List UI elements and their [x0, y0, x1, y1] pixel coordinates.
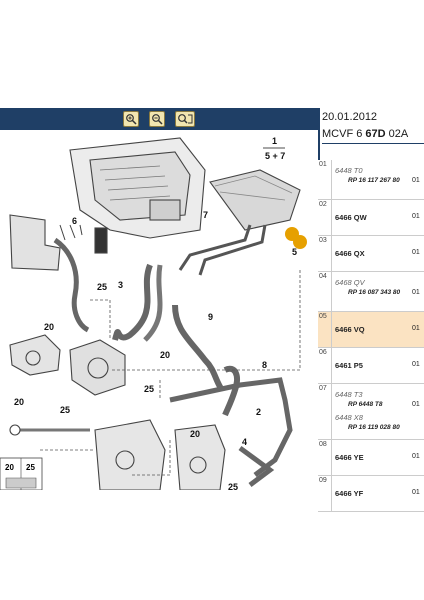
zoom-out-button[interactable] — [149, 111, 165, 127]
callout-label: 20 — [14, 397, 24, 407]
inset-label: 20 — [5, 463, 14, 472]
part-index: 04 — [318, 272, 332, 311]
fit-to-window-button[interactable] — [175, 111, 195, 127]
callout-label: 20 — [190, 429, 200, 439]
part-reference[interactable]: 6461 P5 — [335, 361, 363, 370]
part-index: 03 — [318, 236, 332, 271]
vehicle-header: 20.01.2012 MCVF 6 67D 02A — [322, 108, 424, 148]
replacement-reference[interactable]: RP 16 087 343 80 — [348, 289, 401, 296]
replacement-reference-alt[interactable]: RP 16 119 028 80 — [348, 424, 400, 431]
part-quantity: 01 — [412, 177, 420, 184]
header-divider — [322, 143, 424, 144]
part-reference[interactable]: 6466 YE — [335, 453, 364, 462]
vehicle-model-code: MCVF 6 67D 02A — [322, 128, 409, 140]
callout-label: 7 — [203, 210, 208, 220]
callout-label: 6 — [72, 216, 77, 226]
callout-label: 25 — [97, 282, 107, 292]
part-quantity: 01 — [412, 401, 420, 408]
part-reference[interactable]: 6466 YF — [335, 489, 364, 498]
callout-label: 20 — [44, 322, 54, 332]
part-quantity: 01 — [412, 213, 420, 220]
callout-label: 5 + 7 — [265, 151, 285, 161]
callout-label: 5 — [292, 247, 297, 257]
part-index: 07 — [318, 384, 332, 439]
part-quantity: 01 — [412, 489, 420, 496]
fit-to-window-icon — [178, 114, 193, 124]
callout-label: 20 — [160, 350, 170, 360]
zoom-out-icon — [152, 114, 163, 125]
part-quantity: 01 — [412, 325, 420, 332]
part-reference[interactable]: 6448 T0 — [335, 166, 363, 175]
callout-label: 4 — [242, 437, 247, 447]
zoom-in-button[interactable] — [123, 111, 139, 127]
callout-label: 25 — [144, 384, 154, 394]
callout-label: 1 — [272, 136, 277, 146]
part-reference[interactable]: 6448 T3 — [335, 390, 363, 399]
inset-label: 25 — [26, 463, 35, 472]
parts-catalog-viewer: 20 25 1 5 + 7 6 7 5 3 9 8 25 20 20 25 2 … — [0, 108, 424, 512]
part-index: 05 — [318, 312, 332, 347]
part-index: 02 — [318, 200, 332, 235]
replacement-reference[interactable]: RP 16 117 267 80 — [348, 177, 400, 184]
callout-label: 2 — [256, 407, 261, 417]
callout-label: 3 — [118, 280, 123, 290]
part-index: 06 — [318, 348, 332, 383]
part-reference[interactable]: 6466 QX — [335, 249, 365, 258]
inset-box: 20 25 — [0, 457, 43, 490]
part-index: 01 — [318, 160, 332, 199]
catalog-date: 20.01.2012 — [322, 111, 378, 123]
part-quantity: 01 — [412, 249, 420, 256]
zoom-in-icon — [126, 114, 137, 125]
part-reference[interactable]: 6466 QW — [335, 213, 367, 222]
part-quantity: 01 — [412, 453, 420, 460]
part-reference[interactable]: 6468 QV — [335, 278, 365, 287]
callout-label: 25 — [60, 405, 70, 415]
part-index: 09 — [318, 476, 332, 511]
part-reference[interactable]: 6466 VQ — [335, 325, 365, 334]
callout-label: 25 — [228, 482, 238, 490]
callout-label: 8 — [262, 360, 267, 370]
diagram-toolbar — [0, 108, 318, 130]
replacement-reference[interactable]: RP 6448 T8 — [348, 401, 383, 408]
part-quantity: 01 — [412, 289, 420, 296]
part-quantity: 01 — [412, 361, 420, 368]
exploded-parts-diagram: 20 25 1 5 + 7 6 7 5 3 9 8 25 20 20 25 2 … — [0, 136, 307, 490]
part-reference-alt[interactable]: 6448 X8 — [335, 413, 363, 422]
part-index: 08 — [318, 440, 332, 475]
callout-label: 9 — [208, 312, 213, 322]
